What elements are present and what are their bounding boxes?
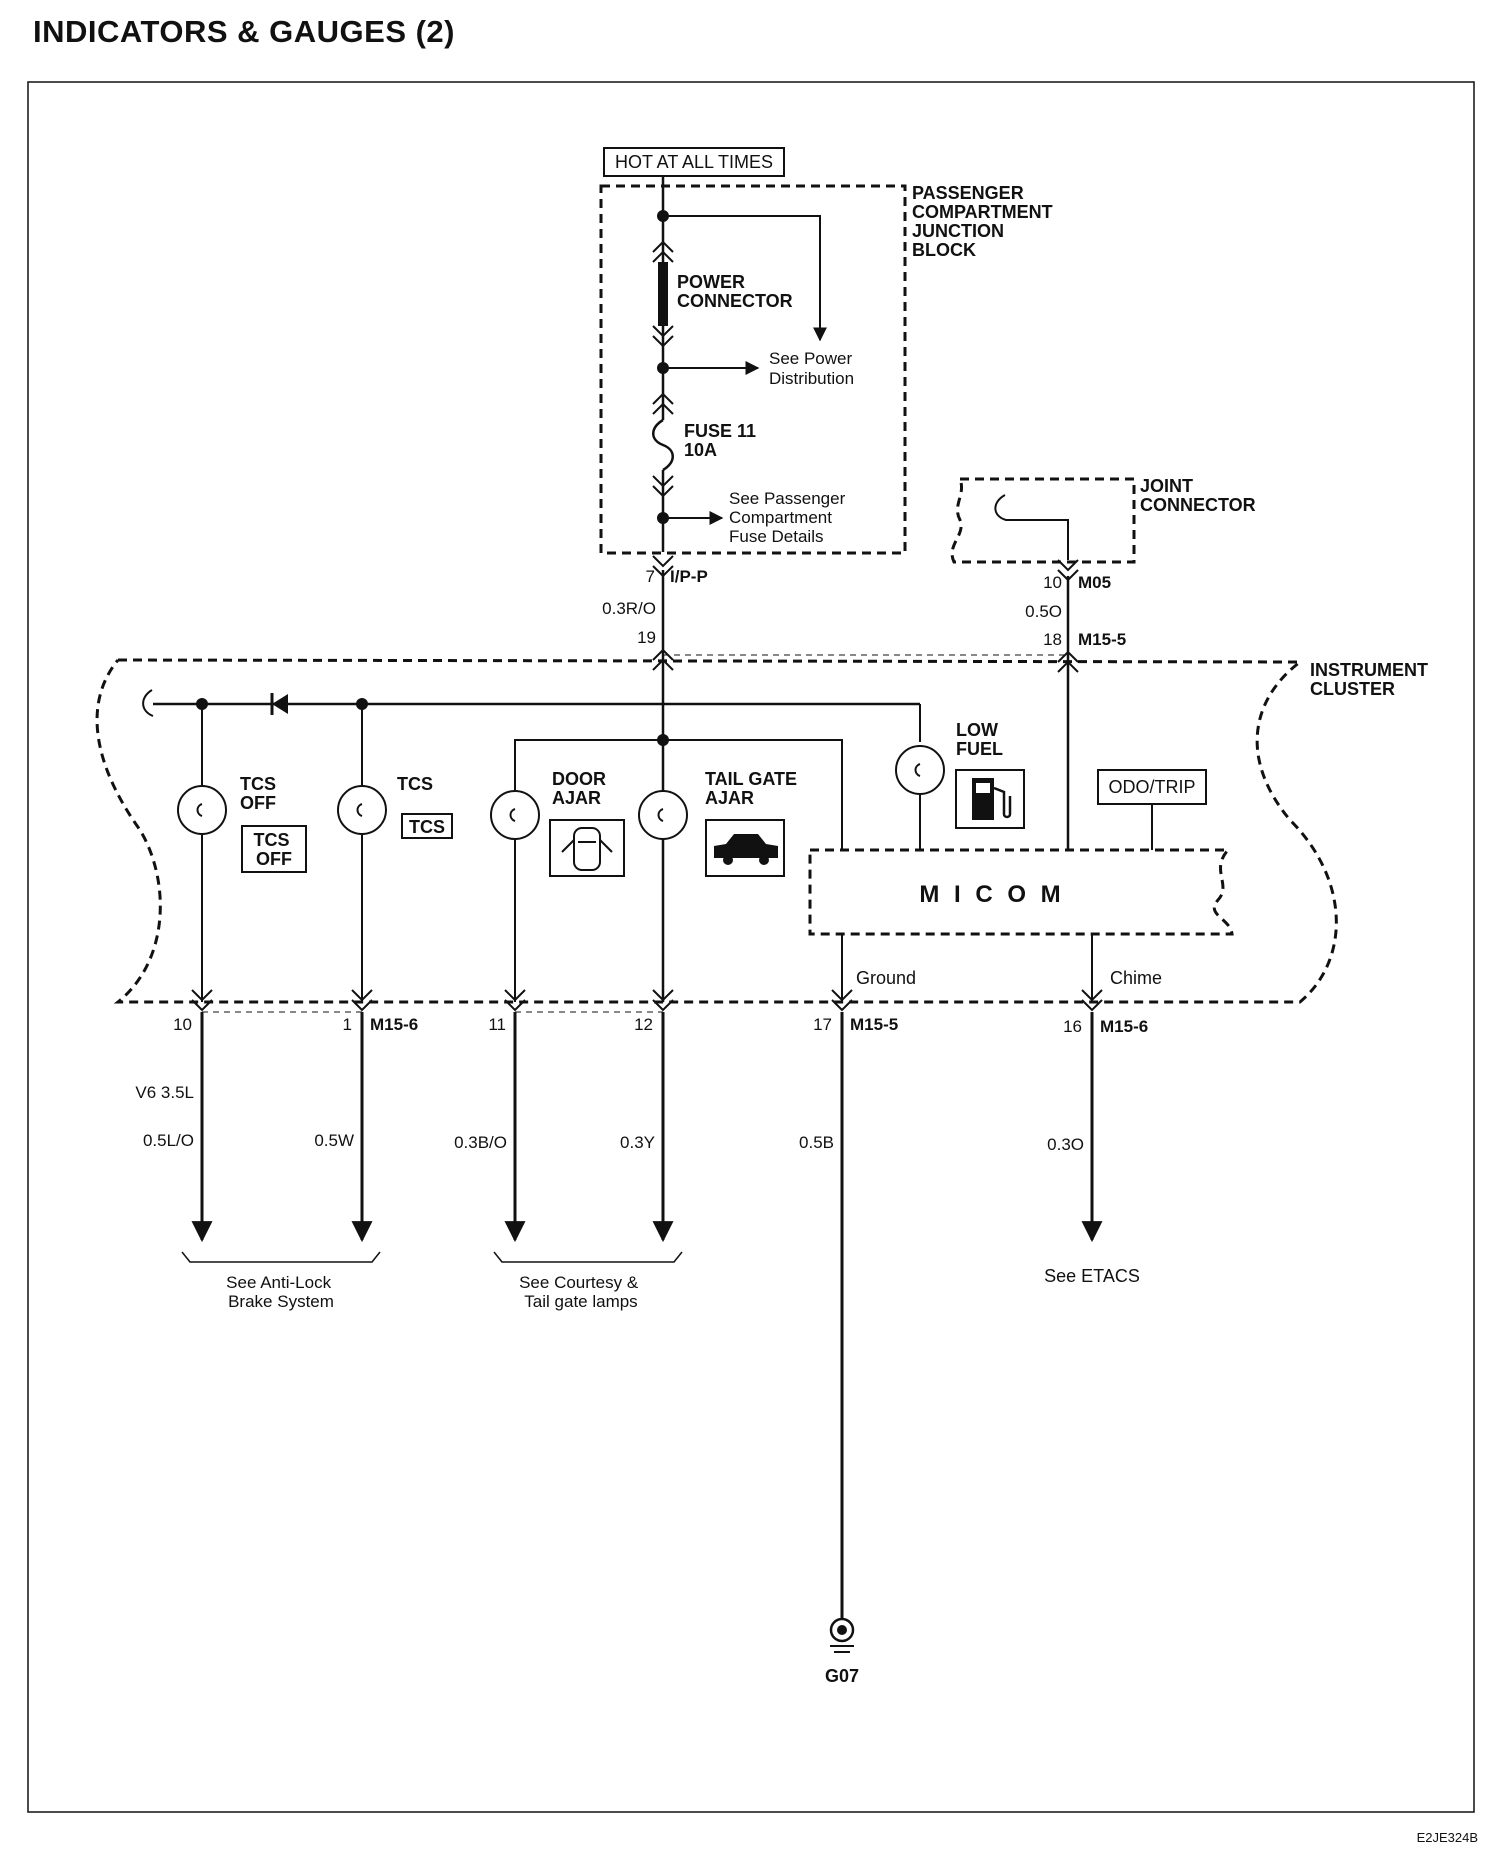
fuel-pump-icon (972, 778, 1012, 820)
tcs-off-symbol-box (241, 825, 307, 873)
tcs-label: TCS (397, 774, 433, 794)
see-power-distribution: See Power Distribution (769, 349, 857, 388)
joint-connector: JOINT CONNECTOR 10 M05 0.5O 18 M15-5 (950, 476, 1256, 850)
hot-at-all-times-label: HOT AT ALL TIMES (615, 152, 773, 172)
wire-code-0-5b: 0.5B (799, 1133, 834, 1152)
door-ajar-icon (561, 827, 613, 871)
abs-brace (181, 1251, 381, 1263)
wire-code-0-5lo: 0.5L/O (143, 1131, 194, 1150)
fuse-11-icon (652, 418, 674, 472)
diode-icon (272, 694, 288, 714)
tcs-symbol: TCS (409, 817, 445, 837)
cluster-pin-19-icon (652, 648, 674, 671)
tail-gate-car-wheel-right (759, 855, 769, 865)
tcs-symbol-box (401, 813, 453, 839)
low-fuel-symbol-box (955, 769, 1025, 829)
instrument-cluster-outline (95, 658, 1338, 1004)
tail-gate-car-wheel-left (723, 855, 733, 865)
power-connector-bar (658, 262, 668, 326)
courtesy-brace (493, 1251, 683, 1263)
door-tail-bus (514, 739, 843, 1002)
jc-wire-code: 0.5O (1025, 602, 1062, 621)
joint-connector-outline (950, 477, 1136, 564)
conn-tcs: M15-6 (370, 1015, 418, 1034)
wire-code-0-3y: 0.3Y (620, 1133, 655, 1152)
hot-at-all-times-box (603, 147, 785, 177)
micom-ground-label: Ground (856, 968, 916, 988)
jc-pin-number: 10 (1043, 573, 1062, 592)
see-fuse-details: See Passenger Compartment Fuse Details (729, 489, 850, 546)
joint-connector-label: JOINT CONNECTOR (1140, 476, 1256, 515)
ip-wire-code: 0.3R/O (602, 599, 656, 618)
diagram-frame (27, 81, 1475, 1813)
pin-tcs: 1 (343, 1015, 352, 1034)
power-connector-symbol (652, 240, 674, 348)
low-fuel-label: LOW FUEL (956, 720, 1003, 759)
low-fuel-filament (914, 763, 921, 777)
junction-block-label: PASSENGER COMPARTMENT JUNCTION BLOCK (912, 183, 1058, 260)
instrument-cluster: INSTRUMENT CLUSTER TCS OFF TCS OFF (95, 648, 1433, 1013)
tail-gate-filament (657, 808, 664, 822)
tcs-off-filament (196, 803, 203, 817)
conn-ground: M15-5 (850, 1015, 898, 1034)
door-ajar-filament (509, 808, 516, 822)
document-code: E2JE324B (1416, 1830, 1478, 1845)
conn-chime: M15-6 (1100, 1017, 1148, 1036)
micom-chime-label: Chime (1110, 968, 1162, 988)
ground-g07-icon (829, 1617, 855, 1653)
power-connector-label: POWER CONNECTOR (677, 272, 793, 311)
pin-tcs-off: 10 (173, 1015, 192, 1034)
page-title: INDICATORS & GAUGES (2) (33, 14, 455, 49)
fuse-lower-connector (652, 475, 674, 498)
pin-chime: 16 (1063, 1017, 1082, 1036)
fuse-label: FUSE 11 10A (684, 421, 761, 460)
output-wires: 10 1 M15-6 11 12 17 M15-5 16 M15-6 V6 3.… (135, 1012, 1148, 1686)
jc-connector-name: M05 (1078, 573, 1111, 592)
destination-abs: See Anti-Lock Brake System (226, 1273, 336, 1311)
tcs-bulb-icon (337, 785, 387, 835)
fuse-upper-connector (652, 392, 674, 415)
tail-gate-symbol-box (705, 819, 785, 877)
tcs-off-symbol: TCS OFF (253, 830, 294, 869)
wire-code-0-3bo: 0.3B/O (454, 1133, 507, 1152)
cluster-pin-18-icon (1057, 650, 1079, 673)
pin-ground: 17 (813, 1015, 832, 1034)
internal-branch (663, 215, 827, 342)
tcs-off-bulb-icon (177, 785, 227, 835)
ip-pin-number: 7 (646, 567, 655, 586)
note-v6: V6 3.5L (135, 1083, 194, 1102)
destination-courtesy: See Courtesy & Tail gate lamps (519, 1273, 643, 1311)
tail-gate-label: TAIL GATE AJAR (705, 769, 802, 808)
door-ajar-label: DOOR AJAR (552, 769, 611, 808)
junction-block-outline (599, 184, 907, 555)
micom-outline (808, 848, 1234, 936)
jc-cluster-connector: M15-5 (1078, 630, 1126, 649)
power-source: HOT AT ALL TIMES PASSENGER COMPARTMENT J… (599, 147, 1058, 662)
wire-code-0-5w: 0.5W (314, 1131, 354, 1150)
ip-connector-name: I/P-P (670, 567, 708, 586)
low-fuel-bulb-icon (895, 745, 945, 795)
micom-label: M I C O M (919, 881, 1064, 908)
ip-cluster-pin: 19 (637, 628, 656, 647)
ground-g07-label: G07 (825, 1666, 859, 1686)
wire-code-0-3o: 0.3O (1047, 1135, 1084, 1154)
odo-trip-label: ODO/TRIP (1108, 777, 1195, 797)
door-ajar-symbol-box (549, 819, 625, 877)
destination-etacs: See ETACS (1044, 1266, 1140, 1286)
instrument-cluster-label: INSTRUMENT CLUSTER (1310, 660, 1433, 699)
door-ajar-bulb-icon (490, 790, 540, 840)
lower-connector-icons (191, 989, 1103, 1012)
cluster-splice-icon (142, 689, 154, 717)
tcs-filament (356, 803, 363, 817)
tail-gate-car-icon (714, 834, 778, 858)
jc-cluster-pin: 18 (1043, 630, 1062, 649)
tail-gate-bulb-icon (638, 790, 688, 840)
pin-tail: 12 (634, 1015, 653, 1034)
tcs-off-label: TCS OFF (240, 774, 281, 813)
pin-door: 11 (488, 1015, 506, 1034)
joint-splice-icon (994, 494, 1069, 560)
